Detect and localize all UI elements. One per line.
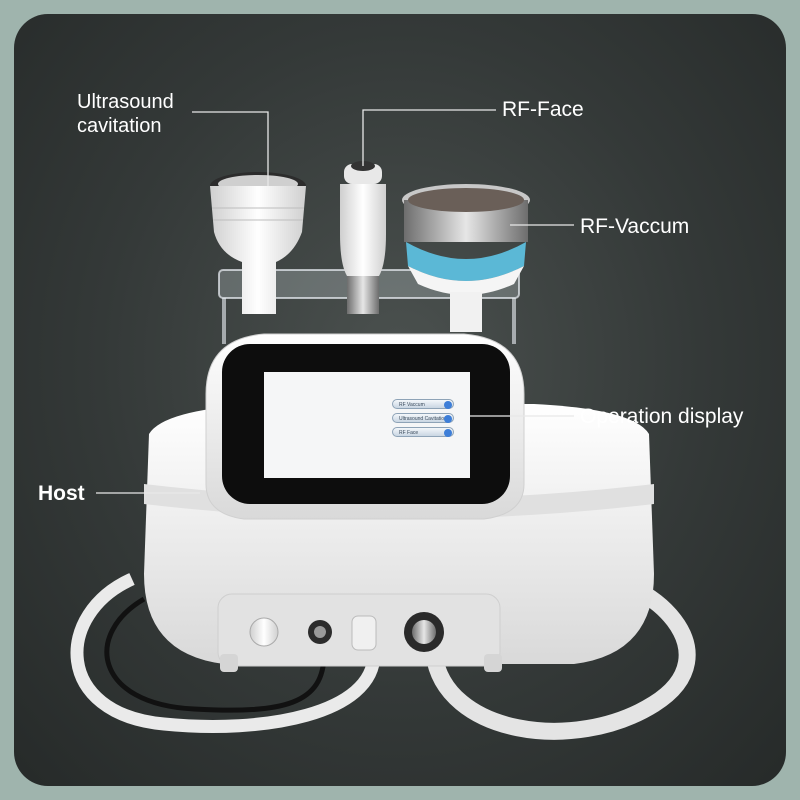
label-ultrasound-line1: Ultrasound: [77, 91, 174, 113]
play-arrow-icon: [444, 429, 452, 437]
screen-button-rf-face[interactable]: RF Face: [392, 427, 454, 437]
label-rf-vaccum: RF-Vaccum: [580, 215, 690, 238]
label-operation-display: Operation display: [580, 405, 744, 428]
label-host: Host: [38, 482, 85, 505]
product-image-card: RF Vaccum Ultrasound Cavitation RF Face …: [14, 14, 786, 786]
label-rf-face: RF-Face: [502, 98, 584, 121]
rf-vaccum-handpiece: [402, 184, 530, 332]
play-arrow-icon: [444, 401, 452, 409]
leader-lines: [96, 109, 574, 494]
screen-button-rf-vaccum[interactable]: RF Vaccum: [392, 399, 454, 409]
black-cable: [104, 596, 327, 713]
label-ultrasound-cavitation: Ultrasound cavitation: [77, 90, 174, 138]
device-illustration: [70, 109, 696, 740]
left-white-cable: [70, 573, 381, 733]
label-ultrasound-line2: cavitation: [77, 115, 162, 137]
ultrasound-cavitation-handpiece: [210, 172, 306, 314]
play-arrow-icon: [444, 415, 452, 423]
screen-button-ultrasound-cavitation[interactable]: Ultrasound Cavitation: [392, 413, 454, 423]
display-screen: [264, 372, 470, 478]
